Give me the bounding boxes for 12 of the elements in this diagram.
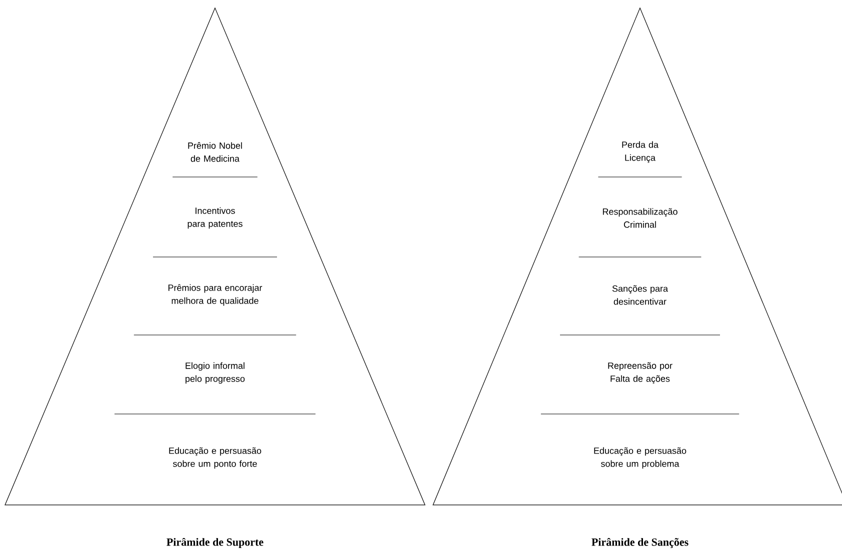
pyramid-level-text: Educação e persuasão sobre um ponto forte bbox=[169, 447, 262, 469]
pyramid-level-text: Educação e persuasão sobre um problema bbox=[594, 447, 686, 469]
pyramid-title: Pirâmide de Suporte bbox=[166, 538, 264, 548]
pyramid-level-text: Responsabilização Criminal bbox=[602, 208, 678, 228]
pyramid-level-text: Sanções para desincentivar bbox=[612, 285, 668, 305]
pyramid-level-text: Incentivos para patentes bbox=[188, 207, 242, 229]
pyramid-level-text: Prêmios para encorajar melhora de qualidade bbox=[168, 284, 262, 306]
pyramid-level-text: Perda da Licença bbox=[622, 141, 658, 163]
pyramid-title: Pirâmide de Sanções bbox=[592, 538, 688, 548]
pyramid-level-text: Elogio informal pelo progresso bbox=[186, 362, 245, 384]
pyramid-level-text: Prêmio Nobel de Medicina bbox=[188, 142, 242, 162]
pyramid-level-text: Repreensão por Falta de ações bbox=[608, 362, 672, 384]
